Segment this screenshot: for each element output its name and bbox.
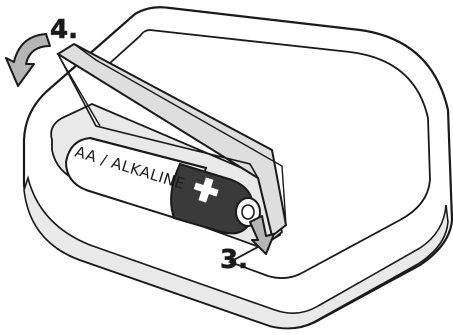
step-4-label: 4. — [50, 15, 78, 45]
step-3-label: 3. — [220, 245, 248, 275]
rotate-arrow-shape — [6, 34, 50, 86]
rotate-arrow-icon — [6, 34, 50, 86]
battery-terminal-nub — [242, 205, 254, 219]
